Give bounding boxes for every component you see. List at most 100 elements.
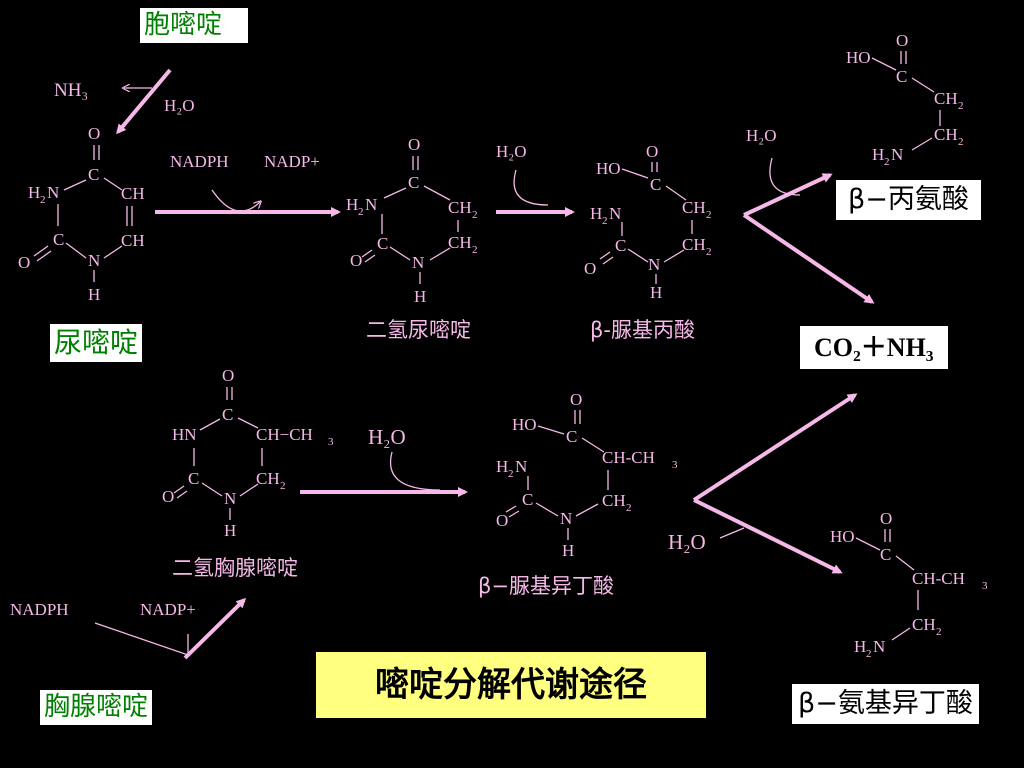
svg-text:O: O xyxy=(570,390,582,409)
svg-text:2: 2 xyxy=(626,502,632,514)
svg-text:N: N xyxy=(412,253,424,272)
ureidopropionate-label: β-脲基丙酸 xyxy=(590,318,695,342)
h2o-reagent-3: H₂O xyxy=(746,126,777,145)
svg-text:3: 3 xyxy=(982,580,988,592)
svg-text:C: C xyxy=(377,234,388,253)
svg-text:H: H xyxy=(650,283,662,302)
svg-text:CH: CH xyxy=(256,469,280,488)
arrow-to-beta-alanine xyxy=(743,173,833,217)
dihydrouracil-label: 二氢尿嘧啶 xyxy=(366,318,471,342)
svg-text:O: O xyxy=(646,142,658,161)
svg-text:CH−CH: CH−CH xyxy=(256,425,313,444)
svg-text:H: H xyxy=(590,204,602,223)
svg-text:2: 2 xyxy=(358,206,364,218)
h2o-reagent-top: H₂O xyxy=(164,96,195,115)
svg-text:H: H xyxy=(414,287,426,306)
svg-text:C: C xyxy=(880,545,891,564)
svg-text:C: C xyxy=(566,427,577,446)
svg-text:N: N xyxy=(88,251,100,270)
h2o-reagent-mid: H₂O xyxy=(368,425,406,449)
thymine-box: 胸腺嘧啶 xyxy=(40,690,153,726)
page-title: 嘧啶分解代谢途径 xyxy=(316,652,706,718)
svg-text:2: 2 xyxy=(472,209,478,221)
svg-text:N: N xyxy=(891,145,903,164)
cytosine-box: 胞嘧啶 xyxy=(140,8,249,44)
svg-text:2: 2 xyxy=(40,194,46,206)
svg-text:C: C xyxy=(896,67,907,86)
svg-text:2: 2 xyxy=(884,156,890,168)
svg-text:N: N xyxy=(873,637,885,656)
svg-text:CH: CH xyxy=(121,231,145,250)
svg-text:CH: CH xyxy=(448,198,472,217)
svg-text:O: O xyxy=(584,259,596,278)
svg-text:H: H xyxy=(562,541,574,560)
svg-text:CH: CH xyxy=(912,615,936,634)
svg-text:H: H xyxy=(346,195,358,214)
dihydrothymine-label: 二氢胸腺嘧啶 xyxy=(172,556,298,580)
nadph-reagent-bottom: NADPH xyxy=(10,600,69,619)
svg-text:O: O xyxy=(222,366,234,385)
svg-text:2: 2 xyxy=(706,246,712,258)
arrow-to-co2-nh3-bottom xyxy=(692,393,858,502)
arrow-to-aminoisobutyrate xyxy=(693,498,843,574)
h2o-reagent-low: H₂O xyxy=(668,530,706,554)
arrow-to-co2-nh3-top xyxy=(742,213,875,304)
nadph-lines-bottom xyxy=(94,622,189,656)
svg-text:O: O xyxy=(880,509,892,528)
nh3-reagent: NH₃ xyxy=(54,80,89,101)
svg-text:2: 2 xyxy=(508,468,514,480)
svg-text:CH: CH xyxy=(934,125,958,144)
svg-text:N: N xyxy=(365,195,377,214)
svg-text:CH: CH xyxy=(448,233,472,252)
svg-text:HO: HO xyxy=(846,48,871,67)
h2o-curve-2 xyxy=(513,169,549,206)
nadph-curve-top xyxy=(211,189,260,212)
svg-text:H: H xyxy=(28,183,40,202)
svg-text:C: C xyxy=(222,405,233,424)
svg-text:H: H xyxy=(872,145,884,164)
svg-text:O: O xyxy=(350,251,362,270)
svg-text:C: C xyxy=(615,236,626,255)
svg-text:CH: CH xyxy=(121,184,145,203)
ureidoisobutyrate-label: β−脲基异丁酸 xyxy=(478,574,614,598)
svg-text:HO: HO xyxy=(830,527,855,546)
svg-text:H: H xyxy=(88,285,100,304)
svg-text:2: 2 xyxy=(706,209,712,221)
svg-text:N: N xyxy=(515,457,527,476)
svg-text:3: 3 xyxy=(672,459,678,471)
svg-text:CH-CH: CH-CH xyxy=(602,448,655,467)
nadp-reagent-top: NADP+ xyxy=(264,152,320,171)
svg-text:2: 2 xyxy=(866,648,872,660)
svg-text:H: H xyxy=(496,457,508,476)
svg-text:C: C xyxy=(53,230,64,249)
nadp-reagent-bottom: NADP+ xyxy=(140,600,196,619)
svg-text:N: N xyxy=(224,489,236,508)
svg-text:C: C xyxy=(408,173,419,192)
svg-text:CH-CH: CH-CH xyxy=(912,569,965,588)
h2o-curve-3 xyxy=(769,157,801,196)
svg-text:CH: CH xyxy=(682,198,706,217)
nadph-reagent-top: NADPH xyxy=(170,152,229,171)
svg-text:HO: HO xyxy=(512,415,537,434)
beta-alanine-box: β−丙氨酸 xyxy=(836,180,981,221)
co2-nh3-box: CO₂＋NH₃ xyxy=(800,326,948,370)
svg-text:2: 2 xyxy=(280,480,286,492)
h2o-line-low xyxy=(719,527,745,539)
svg-text:C: C xyxy=(88,165,99,184)
svg-text:C: C xyxy=(522,490,533,509)
svg-text:2: 2 xyxy=(958,136,964,148)
uracil-box: 尿嘧啶 xyxy=(50,324,143,362)
svg-text:O: O xyxy=(408,135,420,154)
svg-text:CH: CH xyxy=(682,235,706,254)
svg-text:O: O xyxy=(18,253,30,272)
beta-aminoisobutyrate-box: β−氨基异丁酸 xyxy=(792,684,979,725)
svg-text:O: O xyxy=(88,124,100,143)
svg-text:CH: CH xyxy=(934,89,958,108)
